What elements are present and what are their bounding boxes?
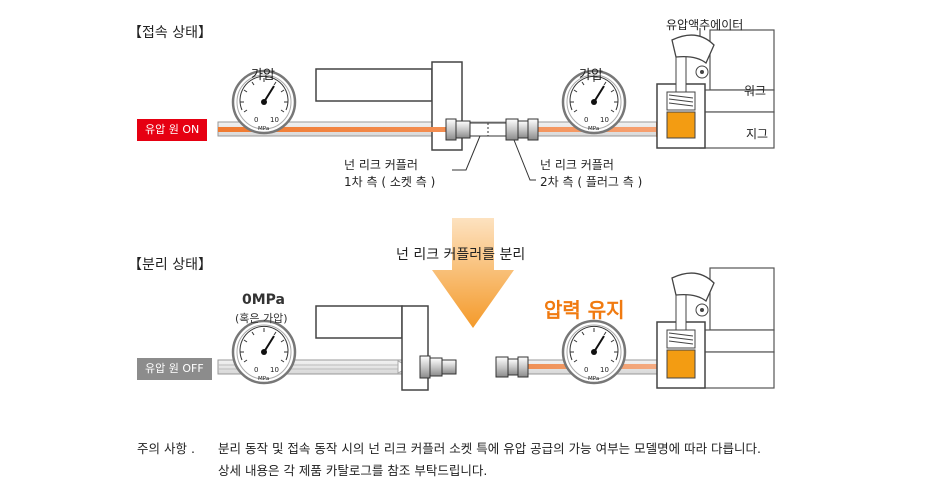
gauge-bottom-right-unit: MPa bbox=[588, 376, 599, 382]
gauge-bottom-left-sub: (혹은 가압) bbox=[235, 312, 288, 325]
socket-housing-bottom bbox=[315, 305, 403, 339]
socket-label-line2: 1차 측 ( 소켓 측 ) bbox=[344, 175, 436, 189]
socket-housing-top bbox=[315, 68, 433, 102]
gauge-top-right-max: 10 bbox=[600, 116, 609, 124]
actuator-bottom bbox=[656, 267, 775, 389]
notes-line1: 분리 동작 및 접속 동작 시의 넌 리크 커플러 소켓 특에 유압 공급의 가… bbox=[218, 441, 762, 456]
gauge-bottom-right-min: 0 bbox=[584, 366, 588, 374]
pressure-hold-label: 압력 유지 bbox=[544, 298, 625, 322]
leader-socket bbox=[452, 135, 481, 171]
flow-line-top bbox=[218, 127, 656, 132]
notes-line2: 상세 내용은 각 제품 카탈로그를 참조 부탁드립니다. bbox=[218, 463, 488, 478]
socket-coupler-bottom bbox=[419, 355, 457, 379]
gauge-top-left-min: 0 bbox=[254, 116, 258, 124]
gauge-bottom-left-max: 10 bbox=[270, 366, 279, 374]
work-label: 워크 bbox=[744, 84, 767, 98]
socket-coupler-top bbox=[445, 118, 507, 141]
connected-title: 【접속 상태】 bbox=[128, 25, 212, 41]
source-on-badge: 유압 원 ON bbox=[137, 119, 208, 141]
gauge-top-left bbox=[231, 69, 297, 135]
transition-arrow bbox=[432, 218, 514, 328]
plug-label-line2: 2차 측 ( 플러그 측 ) bbox=[540, 175, 643, 189]
gauge-bottom-left-value: 0MPa bbox=[242, 292, 286, 308]
actuator-top bbox=[656, 28, 775, 149]
separated-title: 【분리 상태】 bbox=[128, 257, 212, 273]
gauge-bottom-left bbox=[231, 319, 297, 385]
source-off-badge: 유압 원 OFF bbox=[137, 358, 212, 380]
jig-label: 지그 bbox=[746, 127, 769, 141]
plug-coupler-top bbox=[505, 118, 539, 141]
gauge-top-right-unit: MPa bbox=[588, 126, 599, 132]
notes-heading: 주의 사항 . bbox=[137, 441, 195, 456]
gauge-bottom-right-max: 10 bbox=[600, 366, 609, 374]
gauge-bottom-right bbox=[561, 319, 627, 385]
gauge-bottom-left-unit: MPa bbox=[258, 376, 269, 382]
actuator-label: 유압액추에이터 bbox=[666, 18, 744, 32]
plug-label-line1: 넌 리크 커플러 bbox=[540, 158, 614, 172]
leader-plug bbox=[513, 139, 536, 181]
gauge-bottom-left-min: 0 bbox=[254, 366, 258, 374]
transition-label: 넌 리크 커플러를 분리 bbox=[396, 247, 526, 263]
gauge-top-right-min: 0 bbox=[584, 116, 588, 124]
gauge-top-left-max: 10 bbox=[270, 116, 279, 124]
gauge-top-left-label: 가압 bbox=[251, 68, 275, 83]
gauge-top-left-unit: MPa bbox=[258, 126, 269, 132]
gauge-top-right-label: 가압 bbox=[579, 68, 603, 83]
plug-coupler-bottom bbox=[495, 356, 529, 378]
gauge-top-right bbox=[561, 69, 627, 135]
socket-label-line1: 넌 리크 커플러 bbox=[344, 158, 418, 172]
